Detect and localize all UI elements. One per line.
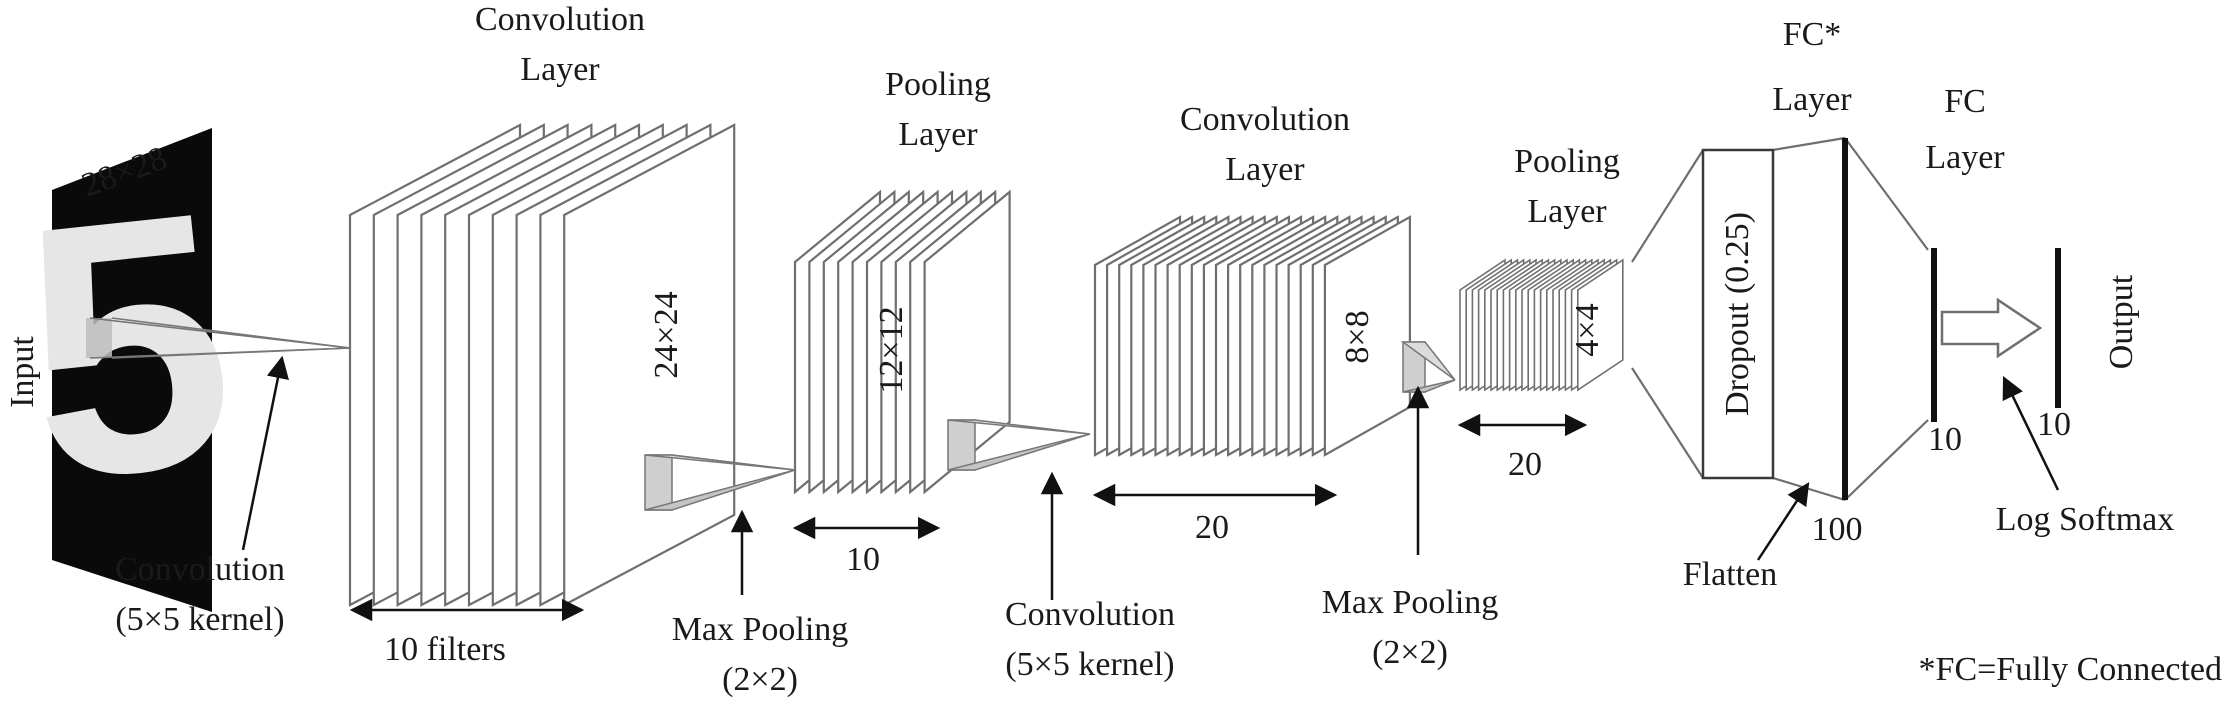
conv1-title-line2: Layer (520, 51, 600, 88)
conv2-op-line2: (5×5 kernel) (1005, 646, 1174, 683)
dropout-layer (1701, 148, 1775, 480)
pool1-kernel (644, 454, 796, 511)
conv2-op-line1: Convolution (1005, 596, 1175, 633)
pool1-depth-label: 10 (846, 541, 880, 578)
dropout-label: Dropout (0.25) (1719, 212, 1756, 416)
pool1-title-line1: Pooling (885, 66, 991, 103)
input-digit: 5 (8, 136, 249, 557)
conv2-title-line1: Convolution (1180, 101, 1350, 138)
fc2-title-line2: Layer (1925, 139, 2005, 176)
fc1-title-line2: Layer (1772, 81, 1852, 118)
depth-arrows (349, 413, 1588, 622)
pool2-size-label: 4×4 (1569, 303, 1606, 356)
input-label: Input (4, 336, 41, 408)
pool1-size-label: 12×12 (873, 306, 910, 393)
fc2-size-label: 10 (1928, 421, 1962, 458)
pool1-op-line2: (2×2) (722, 661, 798, 698)
pool2-depth-label: 20 (1508, 446, 1542, 483)
conv2-kernel (947, 419, 1091, 471)
fc-connections (1631, 136, 1929, 502)
conv1-depth-label: 10 filters (384, 631, 506, 668)
pointer-arrows (241, 355, 2060, 600)
conv2-depth-label: 20 (1195, 509, 1229, 546)
flatten-label: Flatten (1683, 556, 1777, 593)
pool2-title-line1: Pooling (1514, 143, 1620, 180)
conv1-size-label: 24×24 (648, 291, 685, 378)
pool1-sheet (923, 189, 1011, 495)
pool1-title-line2: Layer (898, 116, 978, 153)
output-size-label: 10 (2037, 406, 2071, 443)
fc2-title-line1: FC (1944, 83, 1986, 120)
pool2-kernel (1400, 341, 1456, 393)
pool1-op-line1: Max Pooling (672, 611, 849, 648)
pool2-sheet (1577, 258, 1624, 392)
footnote: *FC=Fully Connected (1919, 651, 2222, 688)
fc1-title-line1: FC* (1783, 16, 1842, 53)
output-arrow (1940, 297, 2043, 359)
conv1-op-line2: (5×5 kernel) (115, 601, 284, 638)
output-label: Output (2103, 274, 2140, 369)
conv1-op-line1: Convolution (115, 551, 285, 588)
fc1-size-label: 100 (1812, 511, 1863, 548)
conv2-title-line2: Layer (1225, 151, 1305, 188)
activation-label: Log Softmax (1996, 501, 2174, 538)
pool2-title-line2: Layer (1527, 193, 1607, 230)
pool2-feature-maps (1459, 258, 1624, 392)
conv1-feature-maps (348, 123, 736, 607)
conv2-feature-maps (1093, 215, 1412, 457)
pool2-op-line2: (2×2) (1372, 634, 1448, 671)
input-kernel-window (86, 318, 112, 358)
conv1-projection (89, 317, 351, 359)
conv2-size-label: 8×8 (1339, 310, 1376, 363)
pool1-feature-maps (793, 189, 1011, 495)
conv1-title-line1: Convolution (475, 1, 645, 38)
pool2-op-line1: Max Pooling (1322, 584, 1499, 621)
input-image: 5 (8, 128, 249, 612)
